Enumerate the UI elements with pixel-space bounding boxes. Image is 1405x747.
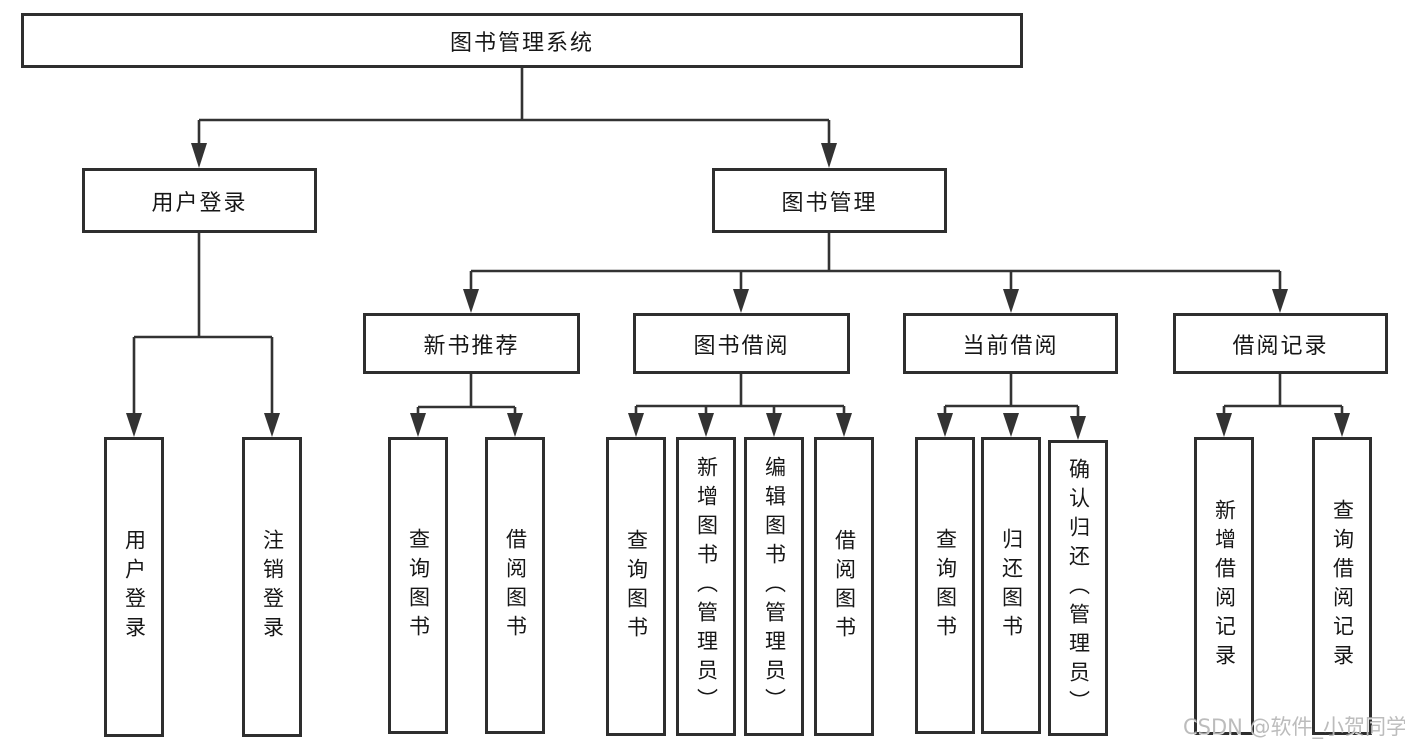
connector-book-mgmt-to-level3 [463,231,1288,313]
node-label: 查询图书 [933,527,958,644]
leaf-borrow-book: 借阅图书 [814,437,874,736]
node-label: 查询借阅记录 [1330,499,1355,673]
node-label: 注销登录 [260,529,285,645]
leaf-edit-book-admin: 编辑图书（管理员） [744,437,804,736]
arrowhead [126,413,142,437]
arrowhead [1003,289,1019,313]
node-label: 确认归还（管理员） [1066,457,1091,719]
node-borrow-records: 借阅记录 [1173,313,1388,374]
node-label: 新增借阅记录 [1212,499,1237,673]
arrowhead [191,143,207,168]
node-label: 新书推荐 [423,333,520,359]
node-root-system: 图书管理系统 [21,13,1023,68]
arrowhead [1334,413,1350,437]
arrowhead [1070,416,1086,440]
node-label: 图书管理 [781,190,878,216]
leaf-user-login: 用户登录 [104,437,164,737]
leaf-add-book-admin: 新增图书（管理员） [676,437,736,736]
node-user-login: 用户登录 [82,168,317,233]
node-label: 借阅记录 [1232,333,1329,359]
node-current-borrowing: 当前借阅 [903,313,1118,374]
node-label: 查询图书 [624,528,649,645]
arrowhead [264,413,280,437]
connector-book-borrow-to-children [628,372,852,437]
leaf-borrow-book-recommend: 借阅图书 [485,437,545,734]
node-label: 图书管理系统 [449,30,594,56]
node-book-management: 图书管理 [712,168,947,233]
arrowhead [698,413,714,437]
node-label: 当前借阅 [962,333,1059,359]
node-label: 新增图书（管理员） [694,456,719,717]
leaf-confirm-return-admin: 确认归还（管理员） [1048,440,1108,736]
leaf-logout: 注销登录 [242,437,302,737]
node-book-borrowing: 图书借阅 [633,313,850,374]
leaf-query-book-borrowing: 查询图书 [606,437,666,736]
node-label: 用户登录 [151,190,248,216]
node-label: 借阅图书 [503,527,528,644]
node-label: 编辑图书（管理员） [762,456,787,717]
arrowhead [821,143,837,168]
arrowhead [836,413,852,437]
leaf-query-book-recommend: 查询图书 [388,437,448,734]
node-label: 归还图书 [999,527,1024,644]
node-label: 图书借阅 [693,333,790,359]
leaf-add-borrow-record: 新增借阅记录 [1194,437,1254,735]
leaf-query-borrow-record: 查询借阅记录 [1312,437,1372,735]
csdn-watermark: CSDN @软件_小贺同学 [1183,715,1405,739]
arrowhead [937,413,953,437]
arrowhead [507,413,523,437]
arrowhead [410,413,426,437]
arrowhead [463,289,479,313]
leaf-query-book-current: 查询图书 [915,437,975,734]
connector-current-borrow-to-children [937,372,1086,440]
arrowhead [628,413,644,437]
arrowhead [766,413,782,437]
arrowhead [1216,413,1232,437]
connector-borrow-record-to-children [1216,372,1350,437]
arrowhead [1272,289,1288,313]
node-new-book-recommend: 新书推荐 [363,313,580,374]
connector-root-to-level2 [191,66,837,168]
node-label: 查询图书 [406,527,431,644]
arrowhead [733,289,749,313]
node-label: 借阅图书 [832,528,857,645]
arrowhead [1003,413,1019,437]
node-label: 用户登录 [122,529,147,645]
connector-new-book-to-children [410,372,523,437]
leaf-return-book: 归还图书 [981,437,1041,734]
connector-user-login-to-children [126,231,280,437]
